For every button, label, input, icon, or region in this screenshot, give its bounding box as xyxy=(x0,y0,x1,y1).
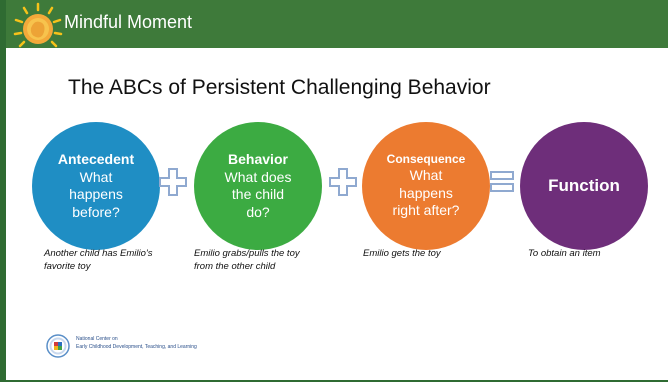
behavior-question-line: What does xyxy=(224,168,292,185)
antecedent-circle: Antecedent What happens before? xyxy=(32,122,160,250)
function-term: Function xyxy=(548,176,620,196)
behavior-circle: Behavior What does the child do? xyxy=(194,122,322,250)
example-line: To obtain an item xyxy=(528,248,601,259)
consequence-question-line: right after? xyxy=(392,202,460,219)
antecedent-term: Antecedent xyxy=(57,151,135,167)
behavior-question-line: the child xyxy=(231,186,285,202)
plus-icon xyxy=(159,168,187,196)
behavior-question-line: do? xyxy=(246,203,270,220)
antecedent-question-line: before? xyxy=(72,203,120,220)
ncecdtl-logo-icon xyxy=(46,334,70,358)
slide-title: The ABCs of Persistent Challenging Behav… xyxy=(68,76,491,99)
example-line: Emilio grabs/pulls the toy xyxy=(194,248,300,259)
example-line: favorite toy xyxy=(44,260,91,272)
example-line: from the other child xyxy=(194,260,276,272)
org-line: Early Childhood Development, Teaching, a… xyxy=(76,343,197,350)
antecedent-question-line: What xyxy=(79,168,113,185)
header-title: Mindful Moment xyxy=(64,12,193,32)
org-line: National Center on xyxy=(76,336,118,342)
consequence-term: Consequence xyxy=(386,152,466,167)
consequence-example: Emilio gets the toy xyxy=(363,248,493,261)
consequence-question-line: happens xyxy=(399,184,453,201)
organization-name: National Center on Early Childhood Devel… xyxy=(76,336,197,351)
plus-icon xyxy=(329,168,357,196)
consequence-circle: Consequence What happens right after? xyxy=(362,122,490,250)
example-line: Another child has Emilio's xyxy=(44,248,153,259)
sun-icon xyxy=(13,2,63,48)
equals-icon xyxy=(490,171,514,192)
antecedent-question-line: happens xyxy=(69,186,123,202)
function-example: To obtain an item xyxy=(528,248,658,261)
behavior-example: Emilio grabs/pulls the toy from the othe… xyxy=(194,248,324,274)
example-line: Emilio gets the toy xyxy=(363,248,441,259)
function-circle: Function xyxy=(520,122,648,250)
header-bar: Mindful Moment xyxy=(6,0,668,48)
antecedent-example: Another child has Emilio's favorite toy xyxy=(44,248,174,274)
consequence-question-line: What xyxy=(409,167,443,184)
behavior-term: Behavior xyxy=(228,151,288,167)
